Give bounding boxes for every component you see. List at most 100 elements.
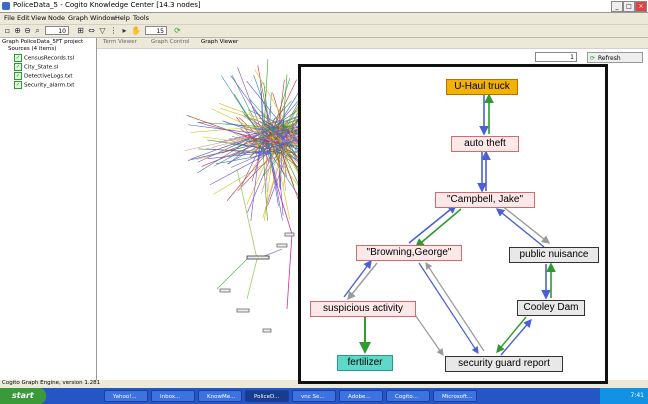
- tree-root[interactable]: Graph PoliceData_5FT project: [2, 39, 84, 45]
- run-icon[interactable]: ⟳: [174, 26, 181, 35]
- zoom-out-icon[interactable]: ⊖: [24, 26, 31, 35]
- layout-icon[interactable]: ⊞: [77, 26, 84, 35]
- node-auto-theft[interactable]: auto theft: [451, 136, 519, 152]
- zoom-inset: U-Haul truck auto theft "Campbell, Jake"…: [298, 64, 608, 384]
- project-tree: Graph PoliceData_5FT project Sources (4 …: [0, 38, 97, 380]
- level-combo[interactable]: 1: [535, 52, 577, 62]
- new-icon[interactable]: ▫: [4, 26, 11, 35]
- menu-node[interactable]: Node: [48, 14, 65, 22]
- status-bar: Cogito Graph Engine, version 1.281: [0, 380, 648, 388]
- tab-graph-viewer[interactable]: Graph Viewer: [201, 39, 239, 45]
- graph-edge: [260, 80, 265, 151]
- graph-edge: [251, 141, 265, 182]
- taskbar-item[interactable]: Yahoo!...: [104, 390, 148, 402]
- filter-icon[interactable]: ▽: [99, 26, 106, 35]
- depth-spinner[interactable]: 15: [145, 26, 167, 35]
- graph-edge: [261, 138, 279, 194]
- node-browning-george[interactable]: "Browning,George": [356, 245, 462, 261]
- tab-term-viewer[interactable]: Term Viewer: [103, 39, 137, 45]
- graph-edge: [264, 124, 279, 206]
- zoom-in-icon[interactable]: ⊕: [14, 26, 21, 35]
- graph-edge: [265, 125, 293, 131]
- checkbox-icon[interactable]: ✓: [14, 72, 22, 80]
- graph-edge: [285, 151, 295, 157]
- file-label: CensusRecords.tsl: [24, 55, 75, 62]
- edge: [500, 318, 532, 356]
- graph-edge: [272, 92, 291, 151]
- taskbar-item[interactable]: Inbox...: [151, 390, 195, 402]
- zoom-spinner[interactable]: 10: [45, 26, 69, 35]
- window-title: PoliceData_5 - Cogito Knowledge Center […: [13, 1, 201, 9]
- node-suspicious-activity[interactable]: suspicious activity: [310, 301, 416, 317]
- menu-window[interactable]: Window: [90, 14, 116, 22]
- menu-tools[interactable]: Tools: [133, 14, 150, 22]
- edge: [347, 262, 378, 301]
- node-fertilizer[interactable]: fertilizer: [337, 355, 393, 371]
- refresh-label: Refresh: [598, 55, 621, 62]
- menu-view[interactable]: View: [31, 14, 47, 22]
- menu-file[interactable]: File: [4, 14, 15, 22]
- edge: [343, 259, 372, 298]
- graph-edge: [273, 132, 288, 162]
- file-label: Security_alarm.txt: [24, 82, 75, 89]
- hand-icon[interactable]: ✋: [131, 26, 141, 35]
- graph-edge: [282, 124, 292, 187]
- menu-help[interactable]: Help: [115, 14, 130, 22]
- node-security-guard-report[interactable]: security guard report: [445, 356, 563, 372]
- close-icon[interactable]: ×: [635, 1, 647, 12]
- taskbar-item[interactable]: KnowMe...: [198, 390, 242, 402]
- taskbar-item[interactable]: vnc Se...: [292, 390, 336, 402]
- graph-edge: [271, 130, 277, 136]
- tree-file[interactable]: ✓Security_alarm.txt: [14, 81, 74, 89]
- maximize-icon[interactable]: □: [623, 1, 635, 12]
- node-campbell-jake[interactable]: "Campbell, Jake": [435, 192, 535, 208]
- menu-edit[interactable]: Edit: [17, 14, 30, 22]
- graph-edge: [231, 75, 270, 150]
- graph-edge: [246, 139, 277, 206]
- node-uhaul-truck[interactable]: U-Haul truck: [446, 79, 518, 95]
- edge-layer: [343, 93, 556, 356]
- taskbar-item[interactable]: PoliceD...: [245, 390, 289, 402]
- edge: [414, 208, 462, 249]
- tree-file[interactable]: ✓City_State.sl: [14, 63, 58, 71]
- graph-edge: [268, 146, 304, 194]
- graph-edge: [282, 129, 288, 132]
- graph-edge: [259, 117, 292, 139]
- graph-edge: [261, 144, 270, 163]
- minimize-icon[interactable]: _: [611, 1, 623, 12]
- tab-graph-control[interactable]: Graph Control: [151, 39, 190, 45]
- checkbox-icon[interactable]: ✓: [14, 81, 22, 89]
- tree-file[interactable]: ✓CensusRecords.tsl: [14, 54, 74, 62]
- tree-file[interactable]: ✓DetectiveLogs.txt: [14, 72, 73, 80]
- app-icon: [2, 2, 10, 10]
- graph-edge: [277, 87, 302, 126]
- menu-bar: File Edit View Node Graph Window Help To…: [0, 13, 648, 24]
- tree-sources[interactable]: Sources (4 items): [8, 46, 57, 52]
- graph-edge: [207, 139, 286, 152]
- refresh-button[interactable]: ⟳ Refresh: [587, 52, 643, 63]
- right-controls: 1 ⟳ Refresh: [527, 52, 648, 312]
- checkbox-icon[interactable]: ✓: [14, 63, 22, 71]
- taskbar-item[interactable]: Cogito...: [386, 390, 430, 402]
- expand-icon[interactable]: ⇔: [88, 26, 95, 35]
- edge: [425, 261, 485, 352]
- tree-icon[interactable]: ⋮: [109, 26, 118, 35]
- checkbox-icon[interactable]: ✓: [14, 54, 22, 62]
- taskbar-item[interactable]: Microsoft...: [433, 390, 477, 402]
- node-public-nuisance[interactable]: public nuisance: [509, 247, 599, 263]
- zoom-fit-icon[interactable]: ⌕: [35, 26, 40, 35]
- toolbar: ▫ ⊕ ⊖ ⌕ 10 ⊞ ⇔ ▽ ⋮ ▸ ✋ 15 ⟳: [0, 25, 648, 38]
- taskbar-item[interactable]: Adobe...: [339, 390, 383, 402]
- node-cooley-dam[interactable]: Cooley Dam: [517, 300, 585, 316]
- title-bar: PoliceData_5 - Cogito Knowledge Center […: [0, 0, 648, 13]
- edge: [408, 203, 458, 244]
- graph-edge: [274, 121, 286, 148]
- file-label: DetectiveLogs.txt: [24, 73, 73, 80]
- start-button[interactable]: start: [0, 388, 46, 404]
- select-icon[interactable]: ▸: [122, 26, 127, 35]
- view-tabs: Term Viewer Graph Control Graph Viewer: [97, 38, 648, 48]
- status-text: Cogito Graph Engine, version 1.281: [2, 380, 101, 386]
- graph-edge: [218, 103, 280, 127]
- menu-graph[interactable]: Graph: [68, 14, 88, 22]
- edge: [410, 308, 444, 356]
